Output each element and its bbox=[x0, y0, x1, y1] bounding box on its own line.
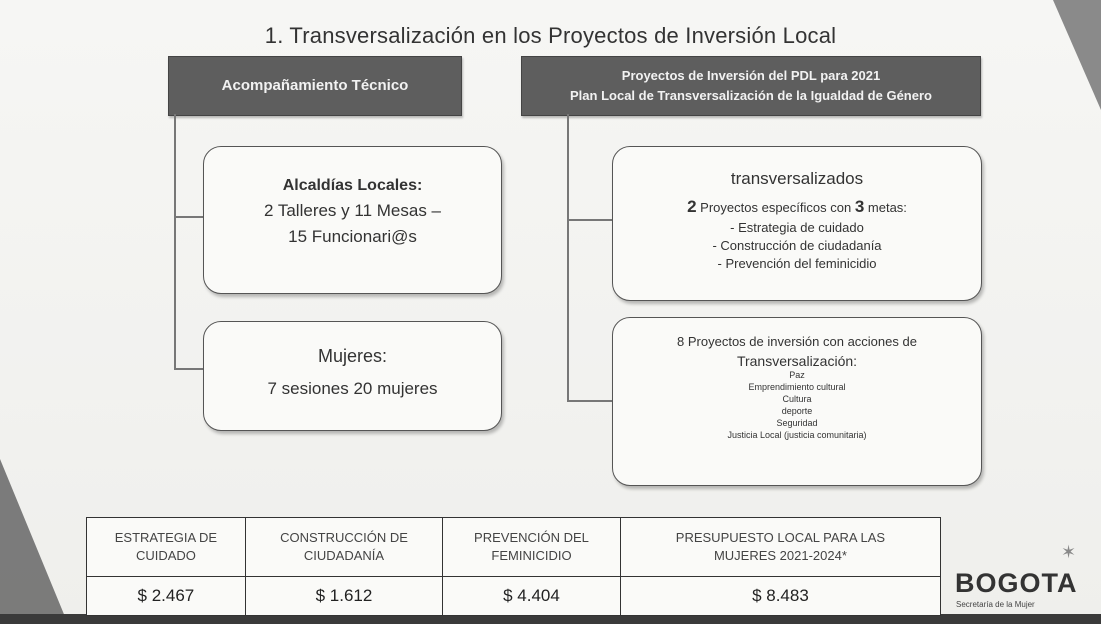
header-line: PRESUPUESTO LOCAL PARA LAS bbox=[675, 530, 886, 545]
header-line: ESTRATEGIA DE bbox=[114, 530, 218, 545]
connector-left-branch-1 bbox=[174, 216, 204, 218]
transversalizados-title: transversalizados bbox=[730, 169, 864, 188]
metas-count: 3 bbox=[854, 197, 865, 216]
alcaldias-title: Alcaldías Locales: bbox=[282, 177, 423, 194]
header-proyectos-line1: Proyectos de Inversión del PDL para 2021 bbox=[621, 68, 881, 83]
connector-left-branch-2 bbox=[174, 368, 204, 370]
value-cell-cuidado: $ 2.467 bbox=[86, 576, 246, 616]
summary-text-mid: Proyectos específicos con bbox=[696, 200, 855, 215]
header-cell-presupuesto: PRESUPUESTO LOCAL PARA LAS MUJERES 2021-2… bbox=[619, 517, 942, 577]
meta-item: - Construcción de ciudadanía bbox=[712, 238, 882, 253]
proyecto-item: Justicia Local (justicia comunitaria) bbox=[727, 430, 867, 440]
box-mujeres: Mujeres: 7 sesiones 20 mujeres bbox=[203, 321, 502, 431]
connector-right-vertical bbox=[567, 114, 569, 402]
header-cell-feminicidio: PREVENCIÓN DEL FEMINICIDIO bbox=[442, 517, 621, 577]
transversalizados-summary: 2 Proyectos específicos con 3 metas: bbox=[613, 197, 981, 217]
budget-table-value-row: $ 2.467 $ 1.612 $ 4.404 $ 8.483 bbox=[86, 576, 942, 616]
header-line: CIUDADANÍA bbox=[303, 548, 385, 563]
proyecto-item: deporte bbox=[781, 406, 813, 416]
alcaldias-line2: 15 Funcionari@s bbox=[288, 227, 417, 246]
mujeres-line1: 7 sesiones 20 mujeres bbox=[267, 379, 438, 398]
box-proyectos-inversion: 8 Proyectos de inversión con acciones de… bbox=[612, 317, 982, 486]
meta-item: - Prevención del feminicidio bbox=[717, 256, 877, 271]
summary-text-end: metas: bbox=[864, 200, 907, 215]
proyecto-item: Seguridad bbox=[776, 418, 818, 428]
meta-item: - Estrategia de cuidado bbox=[730, 220, 864, 235]
alcaldias-line1: 2 Talleres y 11 Mesas – bbox=[263, 201, 441, 220]
header-cell-cuidado: ESTRATEGIA DE CUIDADO bbox=[86, 517, 246, 577]
header-cell-ciudadania: CONSTRUCCIÓN DE CIUDADANÍA bbox=[244, 517, 444, 577]
connector-right-branch-1 bbox=[567, 219, 613, 221]
value-cell-ciudadania: $ 1.612 bbox=[244, 576, 444, 616]
bottom-strip bbox=[0, 614, 1101, 624]
decorative-corner-bottom-left bbox=[0, 459, 68, 624]
proyecto-item: Emprendimiento cultural bbox=[748, 382, 846, 392]
budget-table-header-row: ESTRATEGIA DE CUIDADO CONSTRUCCIÓN DE CIUD… bbox=[86, 517, 942, 577]
header-line: CONSTRUCCIÓN DE bbox=[280, 530, 408, 545]
mujeres-title: Mujeres: bbox=[317, 346, 388, 366]
proyectos-count: 2 bbox=[687, 197, 697, 216]
proyectos-subtitle: Transversalización: bbox=[736, 353, 858, 369]
value-cell-feminicidio: $ 4.404 bbox=[442, 576, 621, 616]
connector-right-branch-2 bbox=[567, 400, 613, 402]
header-line: FEMINICIDIO bbox=[491, 548, 572, 563]
slide-title: 1. Transversalización en los Proyectos d… bbox=[264, 23, 837, 48]
header-proyectos-line2: Plan Local de Transversalización de la I… bbox=[570, 88, 932, 103]
budget-table: ESTRATEGIA DE CUIDADO CONSTRUCCIÓN DE CIUD… bbox=[86, 517, 942, 616]
proyecto-item: Paz bbox=[789, 370, 805, 380]
header-proyectos: Proyectos de Inversión del PDL para 2021… bbox=[521, 56, 981, 116]
box-transversalizados: transversalizados 2 Proyectos específico… bbox=[612, 146, 982, 301]
header-line: MUJERES 2021-2024* bbox=[713, 548, 847, 563]
value-cell-presupuesto: $ 8.483 bbox=[619, 576, 942, 616]
header-acompanamiento: Acompañamiento Técnico bbox=[168, 56, 462, 116]
star-icon: ✶ bbox=[1061, 542, 1077, 562]
header-line: CUIDADO bbox=[135, 548, 196, 563]
proyecto-item: Cultura bbox=[782, 394, 812, 404]
proyectos-title: 8 Proyectos de inversión con acciones de bbox=[677, 334, 917, 349]
decorative-corner-top-right bbox=[1053, 0, 1101, 110]
logo-subtitle: Secretaría de la Mujer bbox=[956, 600, 1035, 609]
connector-left-vertical bbox=[174, 114, 176, 370]
bogota-logo: ✶ BOGOTA Secretaría de la Mujer bbox=[955, 540, 1095, 610]
box-alcaldias-locales: Alcaldías Locales: 2 Talleres y 11 Mesas… bbox=[203, 146, 502, 294]
logo-text: BOGOTA bbox=[955, 568, 1078, 598]
header-line: PREVENCIÓN DEL bbox=[474, 530, 589, 545]
